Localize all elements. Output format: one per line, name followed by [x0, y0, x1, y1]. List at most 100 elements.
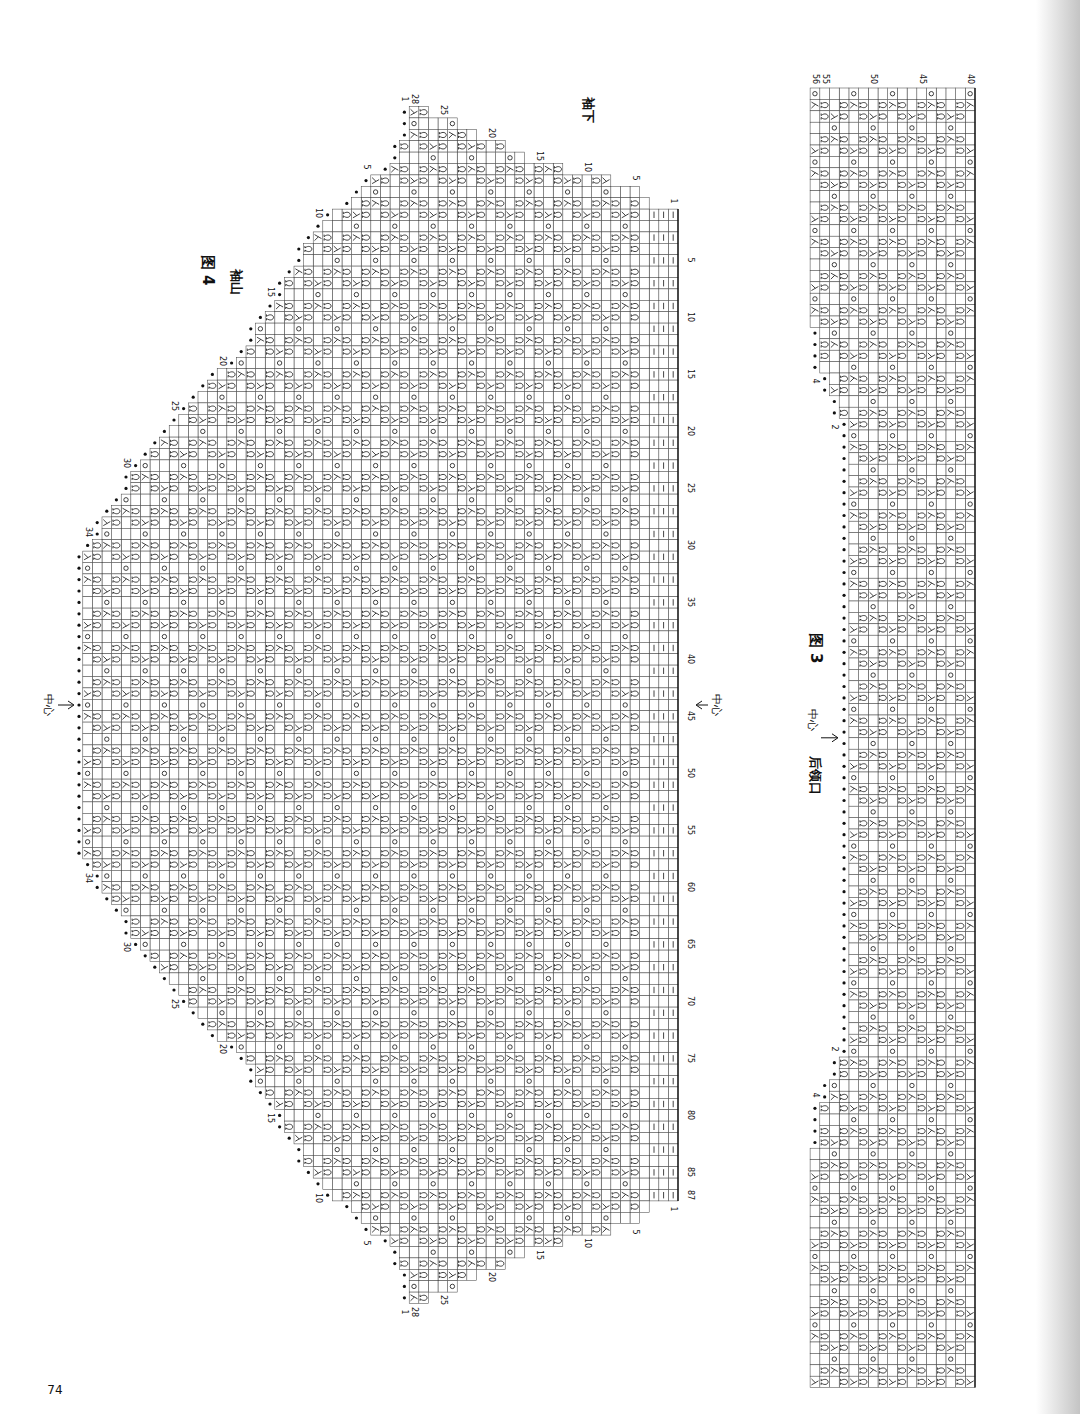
grid-cell: [620, 335, 630, 346]
grid-cell: [649, 403, 659, 414]
grid-cell: [476, 460, 486, 471]
grid-cell: [668, 859, 678, 870]
grid-cell: [649, 494, 659, 505]
grid-cell: [601, 756, 611, 767]
grid-cell: [611, 528, 621, 539]
grid-cell: [601, 699, 611, 710]
grid-cell: [524, 688, 534, 699]
grid-cell: [640, 1144, 650, 1155]
grid-cell: [505, 905, 515, 916]
grid-cell: [524, 734, 534, 745]
grid-cell: [649, 631, 659, 642]
grid-cell: [572, 1212, 582, 1223]
grid-cell: [611, 939, 621, 950]
grid-cell: [640, 289, 650, 300]
grid-cell: [505, 1247, 515, 1258]
grid-cell: [505, 654, 515, 665]
grid-cell: [544, 1064, 554, 1075]
grid-cell: [649, 221, 659, 232]
grid-cell: [601, 1053, 611, 1064]
grid-cell: [563, 221, 573, 232]
grid-cell: [505, 802, 515, 813]
grid-cell: [544, 426, 554, 437]
grid-cell: [601, 665, 611, 676]
grid-cell: [640, 654, 650, 665]
grid-cell: [601, 962, 611, 973]
grid-cell: [553, 836, 563, 847]
grid-cell: [592, 1076, 602, 1087]
grid-cell: [496, 802, 506, 813]
grid-cell: [640, 722, 650, 733]
grid-cell: [640, 1087, 650, 1098]
grid-cell: [582, 517, 592, 528]
grid-cell: [505, 1064, 515, 1075]
grid-cell: [505, 152, 515, 163]
grid-cell: [601, 460, 611, 471]
grid-cell: [544, 745, 554, 756]
grid-cell: [640, 745, 650, 756]
grid-cell: [524, 164, 534, 175]
grid-cell: [668, 221, 678, 232]
grid-cell: [592, 631, 602, 642]
grid-cell: [515, 905, 525, 916]
grid-cell: [524, 414, 534, 425]
grid-cell: [572, 973, 582, 984]
grid-cell: [572, 768, 582, 779]
grid-cell: [582, 289, 592, 300]
grid-cell: [534, 1076, 544, 1087]
grid-cell: [601, 1030, 611, 1041]
grid-cell: [572, 460, 582, 471]
grid-cell: [611, 1076, 621, 1087]
grid-cell: [467, 494, 477, 505]
grid-cell: [486, 1098, 496, 1109]
grid-cell: [524, 848, 534, 859]
grid-cell: [601, 836, 611, 847]
grid-cell: [486, 1030, 496, 1041]
grid-cell: [649, 745, 659, 756]
grid-cell: [620, 289, 630, 300]
grid-cell: [486, 232, 496, 243]
grid-cell: [572, 836, 582, 847]
grid-cell: [620, 266, 630, 277]
grid-cell: [544, 1212, 554, 1223]
grid-cell: [505, 175, 515, 186]
grid-cell: [659, 540, 669, 551]
grid-cell: [592, 597, 602, 608]
grid-cell: [486, 665, 496, 676]
grid-cell: [640, 494, 650, 505]
grid-cell: [582, 1019, 592, 1030]
grid-cell: [592, 221, 602, 232]
grid-cell: [563, 186, 573, 197]
grid-cell: [630, 1212, 640, 1223]
grid-cell: [476, 1110, 486, 1121]
grid-cell: [630, 699, 640, 710]
grid-cell: [553, 1212, 563, 1223]
grid-cell: [582, 528, 592, 539]
grid-cell: [640, 984, 650, 995]
grid-cell: [601, 1178, 611, 1189]
grid-cell: [640, 1030, 650, 1041]
grid-cell: [486, 825, 496, 836]
grid-cell: [515, 802, 525, 813]
grid-cell: [640, 506, 650, 517]
grid-cell: [486, 893, 496, 904]
grid-cell: [524, 1053, 534, 1064]
grid-cell: [524, 278, 534, 289]
grid-cell: [649, 791, 659, 802]
grid-cell: [534, 1178, 544, 1189]
grid-cell: [659, 517, 669, 528]
grid-cell: [659, 1155, 669, 1166]
grid-cell: [601, 916, 611, 927]
grid-cell: [640, 1201, 650, 1212]
grid-cell: [640, 551, 650, 562]
grid-cell: [553, 768, 563, 779]
grid-cell: [601, 973, 611, 984]
grid-cell: [611, 323, 621, 334]
grid-cell: [515, 1178, 525, 1189]
grid-cell: [620, 1007, 630, 1018]
grid-cell: [659, 335, 669, 346]
grid-cell: [544, 1133, 554, 1144]
grid-cell: [563, 426, 573, 437]
grid-cell: [563, 699, 573, 710]
grid-cell: [563, 437, 573, 448]
